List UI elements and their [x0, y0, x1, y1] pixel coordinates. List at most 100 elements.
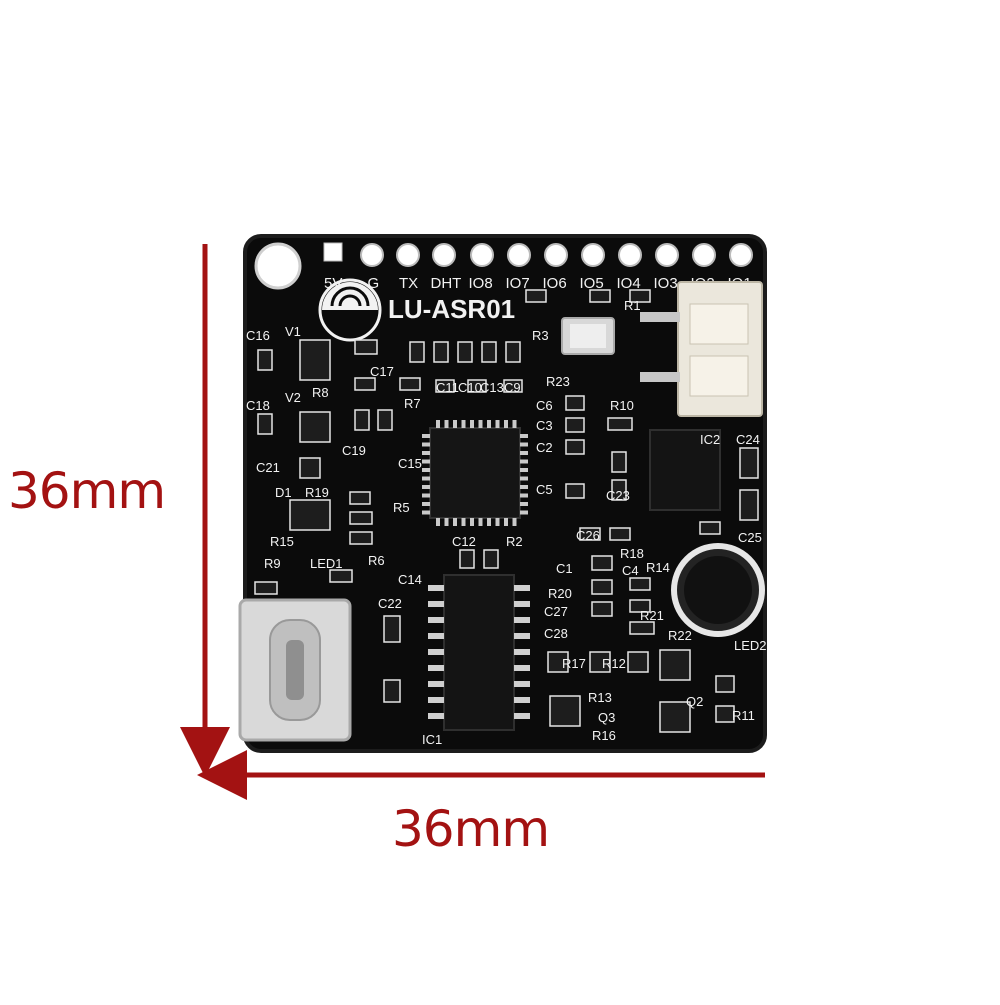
- smd-component: [399, 377, 421, 391]
- crystal-oscillator: [561, 317, 615, 355]
- smd-component: [589, 651, 611, 673]
- silkscreen-label: R8: [312, 385, 329, 400]
- pin-label: IO4: [617, 275, 641, 292]
- silkscreen-label: R7: [404, 396, 421, 411]
- silkscreen-label: R16: [592, 728, 616, 743]
- silkscreen-label: V2: [285, 390, 301, 405]
- silkscreen-label: D1: [275, 485, 292, 500]
- smd-component: [299, 411, 331, 443]
- smd-component: [627, 651, 649, 673]
- pin-pad: [618, 243, 642, 267]
- smd-component: [739, 447, 759, 479]
- silkscreen-label: IC1: [422, 732, 442, 747]
- silkscreen-label: LED1: [310, 556, 343, 571]
- smd-component: [481, 341, 497, 363]
- silkscreen-label: C21: [256, 460, 280, 475]
- smd-component: [299, 457, 321, 479]
- smd-component: [629, 577, 651, 591]
- pin-label: IO8: [469, 275, 493, 292]
- silkscreen-label: IC2: [700, 432, 720, 447]
- microphone: [671, 543, 765, 637]
- smd-component: [659, 701, 691, 733]
- board-model-label: LU-ASR01: [388, 294, 515, 324]
- smd-component: [459, 549, 475, 569]
- pin-label: IO3: [654, 275, 678, 292]
- pin-label: G: [368, 275, 380, 292]
- smd-component: [435, 379, 455, 393]
- silkscreen-label: R6: [368, 553, 385, 568]
- silkscreen-label: C24: [736, 432, 760, 447]
- header-pins: [323, 242, 753, 267]
- smd-component: [715, 705, 735, 723]
- smd-component: [591, 601, 613, 617]
- ic2-chip: [649, 429, 721, 511]
- main-mcu-chip: [422, 420, 528, 526]
- smd-component: [629, 621, 655, 635]
- smd-component: [383, 615, 401, 643]
- smd-component: [349, 491, 371, 505]
- pin-pad: [692, 243, 716, 267]
- silkscreen-label: C23: [606, 488, 630, 503]
- smd-component: [409, 341, 425, 363]
- silkscreen-label: R17: [562, 656, 586, 671]
- silkscreen-label: R18: [620, 546, 644, 561]
- silkscreen-label: R22: [668, 628, 692, 643]
- smd-component: [257, 413, 273, 435]
- pin-label: IO7: [506, 275, 530, 292]
- brand-logo: [318, 278, 382, 342]
- silkscreen-label: Q2: [686, 694, 703, 709]
- silkscreen-label: C4: [622, 563, 639, 578]
- silkscreen-label: R9: [264, 556, 281, 571]
- silkscreen-label: C5: [536, 482, 553, 497]
- smd-component: [565, 395, 585, 411]
- smd-component: [483, 549, 499, 569]
- smd-component: [629, 599, 651, 613]
- smd-component: [349, 511, 373, 525]
- silkscreen-label: R11: [732, 708, 755, 723]
- silkscreen-label: R10: [610, 398, 634, 413]
- smd-component: [503, 379, 523, 393]
- silkscreen-label: R19: [305, 485, 329, 500]
- silkscreen-label: R5: [393, 500, 410, 515]
- silkscreen-label: C26: [576, 528, 600, 543]
- silkscreen-label: R1: [624, 298, 641, 313]
- pin-pad: [360, 243, 384, 267]
- silkscreen-label: C9: [504, 380, 521, 395]
- pcb-edge: [243, 234, 767, 753]
- silkscreen-label: C27: [544, 604, 568, 619]
- passive-components: [254, 289, 759, 733]
- smd-component: [589, 289, 611, 303]
- smd-component: [433, 341, 449, 363]
- silkscreen-label: C14: [398, 572, 422, 587]
- smd-component: [457, 341, 473, 363]
- pin-pad: [655, 243, 679, 267]
- silkscreen-label: C6: [536, 398, 553, 413]
- smd-component: [565, 439, 585, 455]
- silkscreen-label: C17: [370, 364, 394, 379]
- smd-component: [467, 379, 487, 393]
- silkscreen-label: C19: [342, 443, 366, 458]
- smd-component: [354, 339, 378, 355]
- smd-component: [549, 695, 581, 727]
- pin-pad: [507, 243, 531, 267]
- smd-component: [659, 649, 691, 681]
- width-dimension-label: 36mm: [392, 800, 550, 858]
- height-dimension-label: 36mm: [8, 462, 166, 520]
- pin-pad-square: [323, 242, 343, 262]
- silkscreen-label: C15: [398, 456, 422, 471]
- silkscreen-label: R3: [532, 328, 549, 343]
- smd-component: [739, 489, 759, 521]
- smd-component: [609, 527, 631, 541]
- pin-label: DHT: [431, 275, 462, 292]
- smd-component: [383, 679, 401, 703]
- smd-component: [254, 581, 278, 595]
- silkscreen-label: C28: [544, 626, 568, 641]
- silkscreen-label: C25: [738, 530, 762, 545]
- silkscreen-label: C10: [458, 380, 482, 395]
- smd-component: [565, 417, 585, 433]
- silkscreen-label: C16: [246, 328, 270, 343]
- silkscreen-label: C3: [536, 418, 553, 433]
- ic1-chip: [428, 574, 530, 731]
- pin-pad: [470, 243, 494, 267]
